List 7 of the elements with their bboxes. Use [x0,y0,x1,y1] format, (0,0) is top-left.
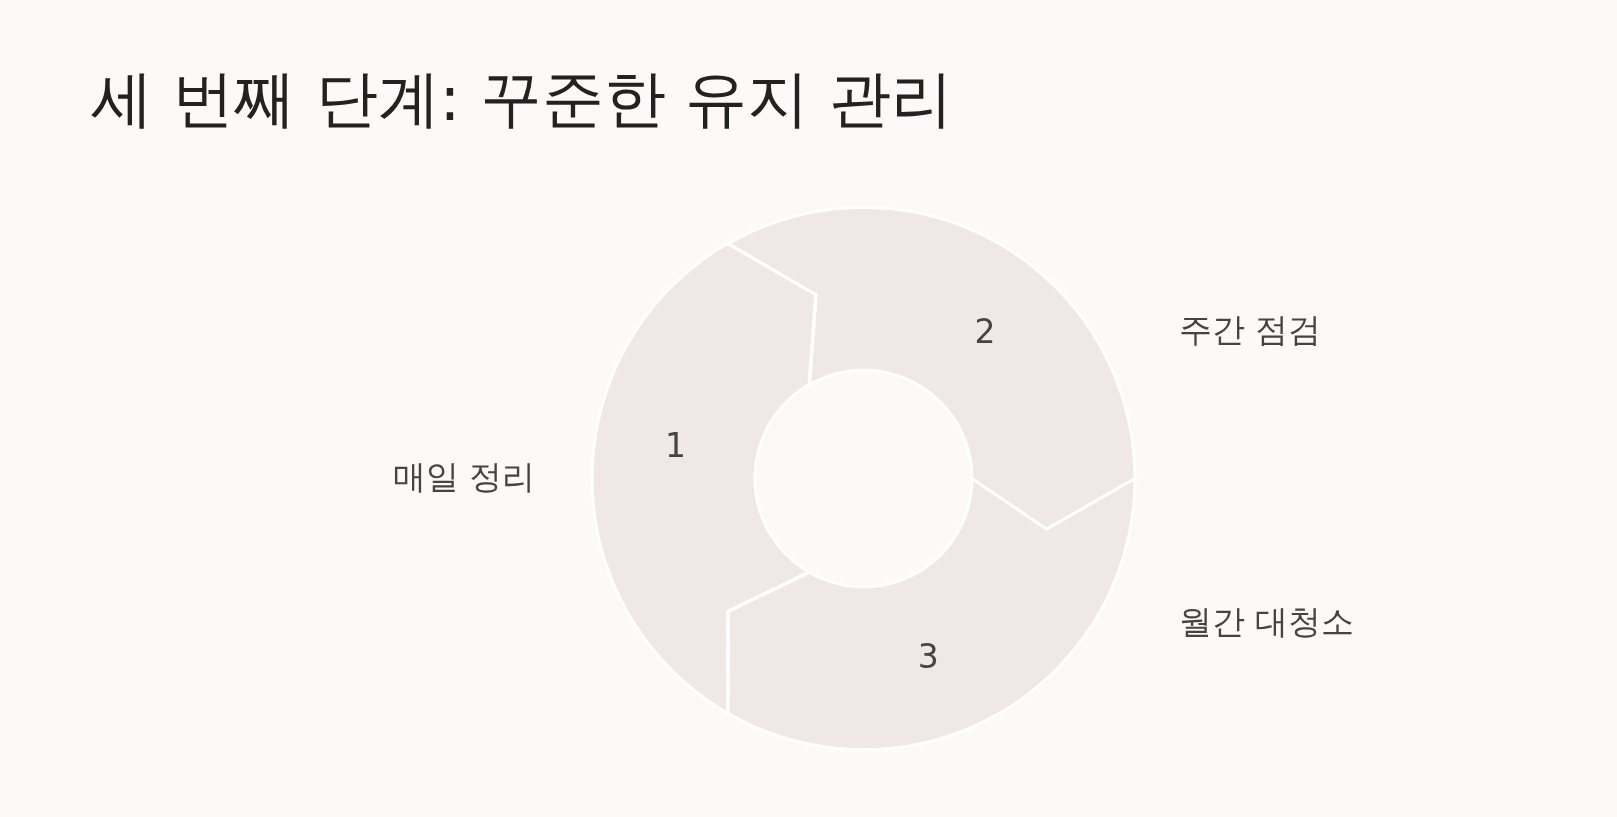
step-number: 2 [974,315,996,349]
step-label: 매일 정리 [392,459,536,493]
step-label: 주간 점검 [1178,313,1322,347]
step-number: 3 [917,640,939,674]
title: 세 번째 단계: 꾸준한 유지 관리 [90,63,953,132]
step-label: 월간 대청소 [1178,605,1355,639]
step-number: 1 [665,429,686,462]
